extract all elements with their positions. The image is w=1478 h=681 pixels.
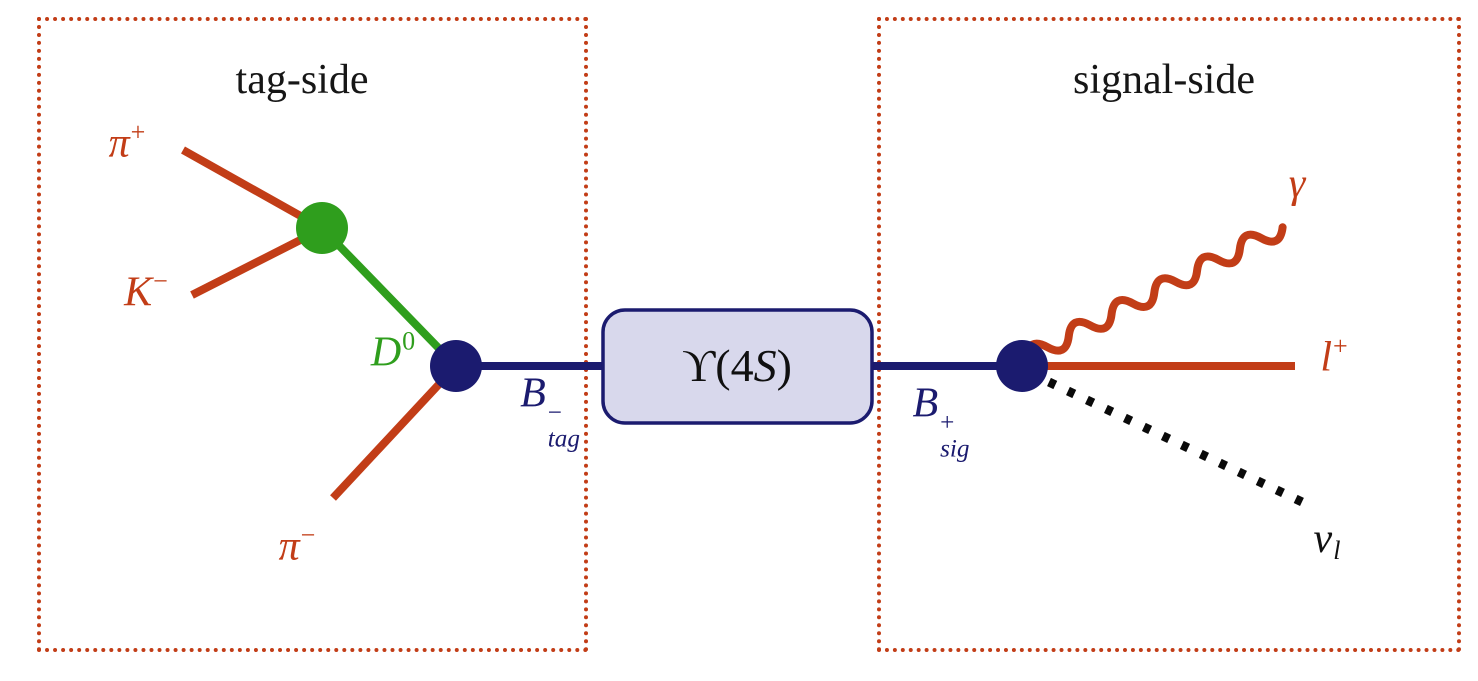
pi-plus-label: π+ xyxy=(108,117,146,167)
neutrino-dotted-line xyxy=(1028,368,1304,507)
signal-side-title: signal-side xyxy=(1073,57,1255,103)
pi-minus-sup: − xyxy=(300,520,316,550)
b-sig-base: B xyxy=(912,380,939,427)
b-tag-scripts: −tag xyxy=(548,400,580,453)
neutrino-sub: l xyxy=(1333,536,1341,566)
lepton-base: l xyxy=(1320,334,1332,381)
k-minus-sup: − xyxy=(153,266,168,296)
pi-minus-base: π xyxy=(278,523,300,570)
k-minus-base: K xyxy=(124,269,153,316)
b-sig-sub: sig xyxy=(940,435,970,463)
pi-plus-base: π xyxy=(108,120,130,167)
upsilon-4s-box xyxy=(601,308,874,425)
upsilon-s: S xyxy=(753,340,777,391)
gamma-label: γ xyxy=(1289,163,1306,205)
pi-plus-line xyxy=(181,146,324,232)
pi-minus-line xyxy=(330,363,459,501)
photon-wavy-line xyxy=(1022,223,1287,362)
upsilon-pre: ϒ(4 xyxy=(682,340,754,391)
d0-sup: 0 xyxy=(402,326,416,356)
d0-decay-vertex xyxy=(296,202,348,254)
pi-minus-label: π− xyxy=(278,520,316,570)
b-tag-decay-vertex xyxy=(430,340,482,392)
neutrino-base: ν xyxy=(1313,515,1333,562)
photon-line-group xyxy=(1022,223,1287,362)
signal-side-region xyxy=(877,17,1461,652)
pi-plus-sup: + xyxy=(130,117,146,147)
k-minus-label: K− xyxy=(124,266,168,316)
tag-side-title: tag-side xyxy=(235,57,369,103)
gamma-base: γ xyxy=(1288,161,1306,207)
neutrino-label: νl xyxy=(1314,518,1341,564)
d0-base: D xyxy=(370,329,402,376)
b-sig-label: B+sig xyxy=(912,383,969,464)
lepton-sup: + xyxy=(1332,331,1348,361)
d0-line xyxy=(319,225,459,369)
b-sig-decay-vertex xyxy=(996,340,1048,392)
b-tag-base: B xyxy=(520,370,546,417)
b-tag-label: B−tag xyxy=(520,373,580,454)
d0-label: D0 xyxy=(370,326,416,376)
b-tag-sup: − xyxy=(547,399,562,427)
lepton-label: l+ xyxy=(1320,331,1348,381)
upsilon-4s-label: ϒ(4S) xyxy=(682,343,792,389)
tag-side-region xyxy=(37,17,588,652)
b-tag-sub: tag xyxy=(547,425,580,453)
b-sig-sup: + xyxy=(940,409,955,437)
b-sig-scripts: +sig xyxy=(940,410,969,463)
upsilon-post: ) xyxy=(776,340,792,391)
